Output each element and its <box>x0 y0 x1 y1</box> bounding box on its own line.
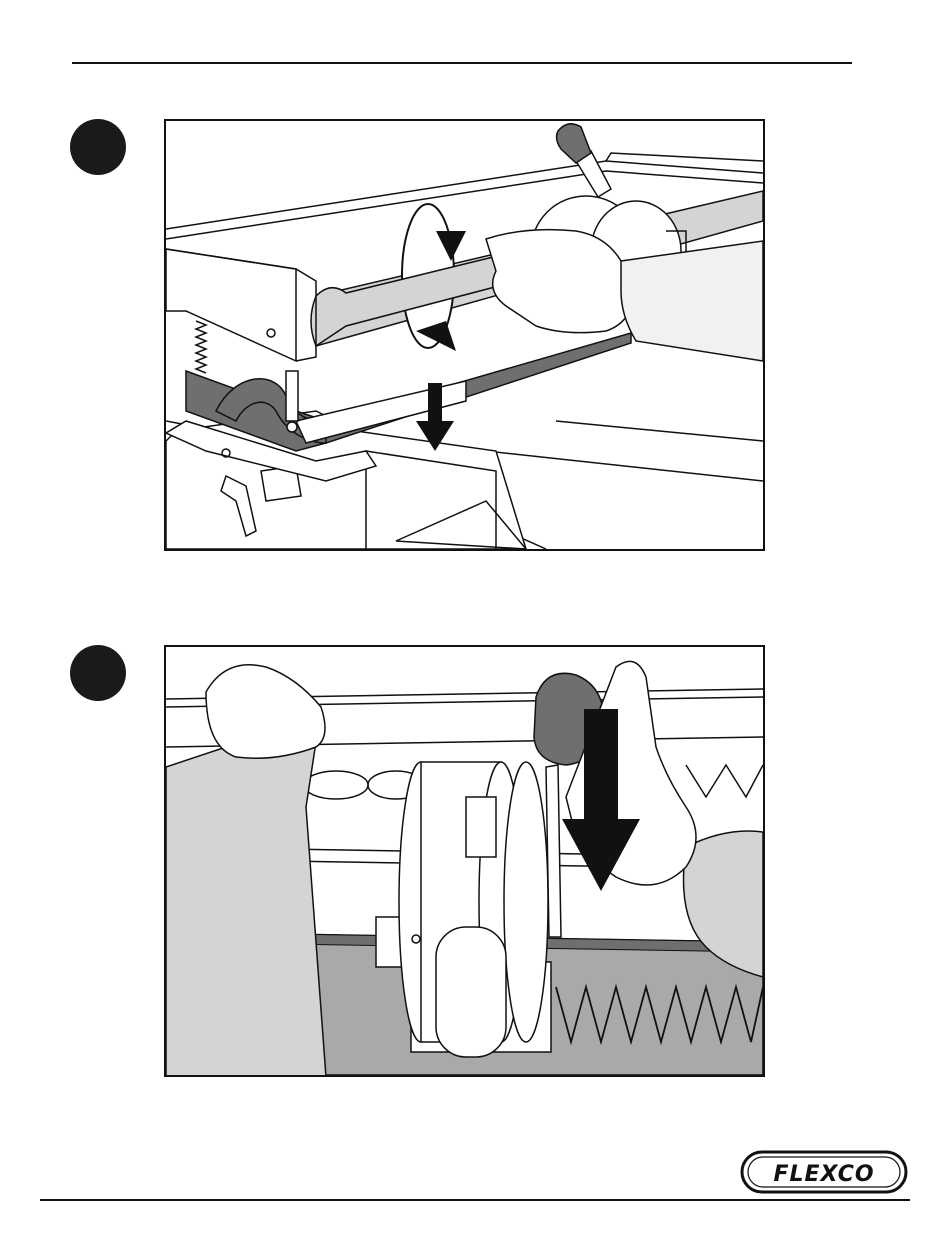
flexco-logo-text: FLEXCO <box>773 1162 874 1187</box>
flexco-logo: FLEXCO <box>740 1150 910 1201</box>
step-2-figure <box>164 645 765 1077</box>
roller-handle-push-down-illustration <box>166 647 763 1075</box>
header-rule <box>72 62 852 64</box>
belt-lacer-top-bar-rotation-illustration <box>166 121 763 549</box>
footer-rule <box>40 1199 910 1201</box>
step-1-marker <box>70 119 126 175</box>
step-1-figure <box>164 119 765 551</box>
step-2-marker <box>70 645 126 701</box>
